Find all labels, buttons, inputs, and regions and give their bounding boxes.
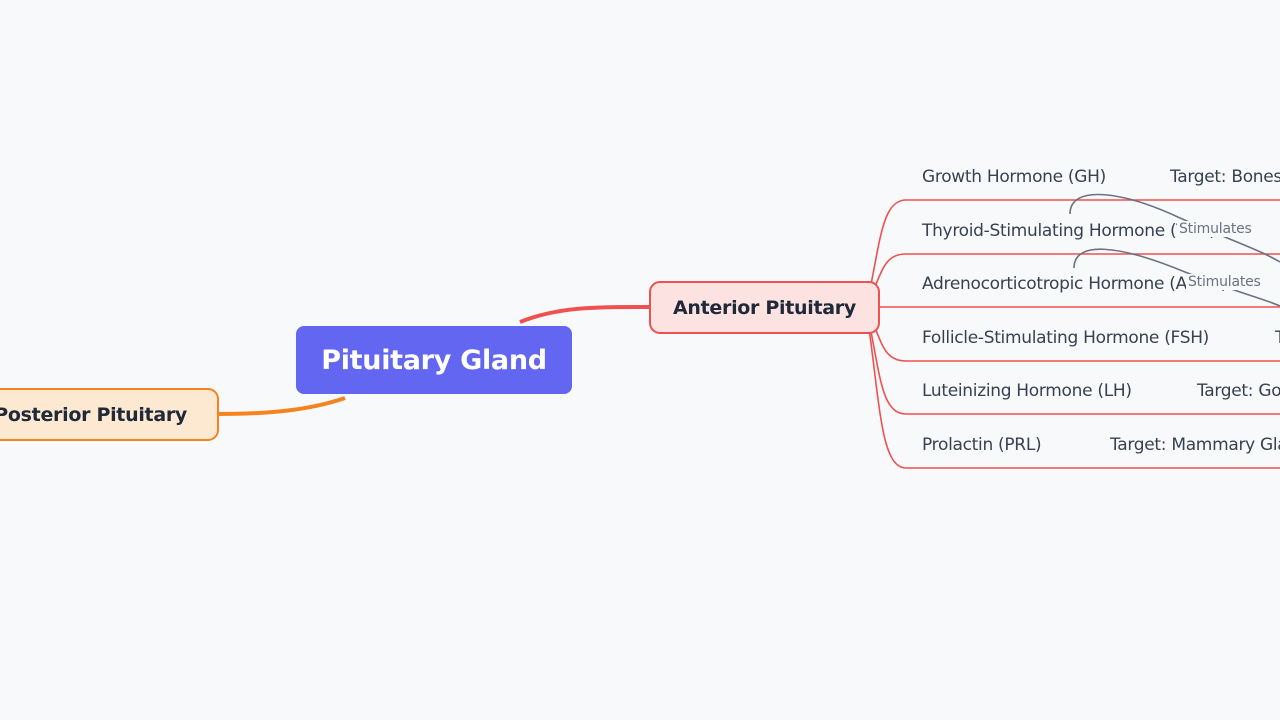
- leaf-luteinizing-hormone[interactable]: Luteinizing Hormone (LH): [922, 381, 1132, 401]
- connector-label-stimulates: Stimulates: [1186, 274, 1263, 290]
- branch-posterior: [217, 396, 346, 416]
- leaf-branch-prl: [865, 306, 1280, 469]
- node-posterior-pituitary[interactable]: Posterior Pituitary: [0, 388, 219, 441]
- branch-anterior: [519, 304, 651, 324]
- target-fsh[interactable]: T: [1275, 328, 1280, 348]
- connector-tsh: [1069, 193, 1280, 263]
- leaf-adrenocorticotropic-hormone[interactable]: Adrenocorticotropic Hormone (ACTH): [922, 274, 1228, 294]
- target-lh[interactable]: Target: Go: [1197, 381, 1280, 401]
- connector-label-stimulates: Stimulates: [1177, 221, 1254, 237]
- connector-acth: [1073, 248, 1280, 307]
- leaf-follicle-stimulating-hormone[interactable]: Follicle-Stimulating Hormone (FSH): [922, 328, 1210, 348]
- node-anterior-pituitary[interactable]: Anterior Pituitary: [649, 281, 880, 334]
- root-node-pituitary-gland[interactable]: Pituitary Gland: [296, 326, 572, 394]
- leaf-growth-hormone[interactable]: Growth Hormone (GH): [922, 167, 1106, 187]
- leaf-prolactin[interactable]: Prolactin (PRL): [922, 435, 1042, 455]
- leaf-thyroid-stimulating-hormone[interactable]: Thyroid-Stimulating Hormone (TSH): [922, 221, 1216, 241]
- target-gh[interactable]: Target: Bones: [1170, 167, 1280, 187]
- target-prl[interactable]: Target: Mammary Gla: [1110, 435, 1280, 455]
